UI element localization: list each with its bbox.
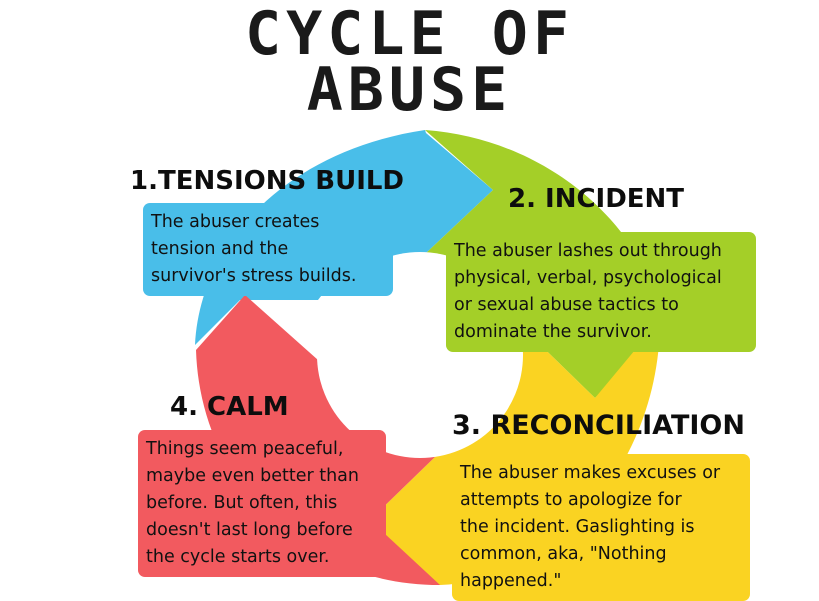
stage-4-heading: 4. CALM — [170, 392, 289, 422]
stage-3-description: The abuser makes excuses or attempts to … — [452, 454, 750, 601]
stage-2-description: The abuser lashes out through physical, … — [446, 232, 756, 352]
stage-2-line: dominate the survivor. — [454, 322, 652, 342]
stage-2-heading: 2. INCIDENT — [508, 184, 685, 214]
stage-3-line: the incident. Gaslighting is — [460, 517, 695, 537]
title-line-2: ABUSE — [306, 55, 513, 125]
stage-3-line: common, aka, "Nothing — [460, 544, 667, 564]
stage-4-line: the cycle starts over. — [146, 547, 330, 567]
title-line-1: CYCLE OF — [245, 0, 574, 69]
stage-4-line: before. But often, this — [146, 493, 338, 513]
stage-1-line: survivor's stress builds. — [151, 266, 357, 286]
stage-4-line: doesn't last long before — [146, 520, 353, 540]
stage-4-description: Things seem peaceful, maybe even better … — [138, 430, 386, 577]
stage-1-description: The abuser creates tension and the survi… — [143, 203, 393, 296]
stage-4-line: Things seem peaceful, — [146, 439, 344, 459]
stage-2-line: The abuser lashes out through — [454, 241, 722, 261]
stage-3-heading: 3. RECONCILIATION — [452, 410, 745, 441]
stage-2-line: physical, verbal, psychological — [454, 268, 722, 288]
stage-3-line: attempts to apologize for — [460, 490, 682, 510]
stage-3-line: The abuser makes excuses or — [460, 463, 721, 483]
stage-4-line: maybe even better than — [146, 466, 359, 486]
stage-1-line: The abuser creates — [151, 212, 320, 232]
stage-3-line: happened." — [460, 571, 562, 591]
stage-2-line: or sexual abuse tactics to — [454, 295, 679, 315]
segment-reconciliation — [370, 320, 660, 585]
stage-1-heading: 1.TENSIONS BUILD — [130, 166, 405, 196]
stage-1-line: tension and the — [151, 239, 289, 259]
